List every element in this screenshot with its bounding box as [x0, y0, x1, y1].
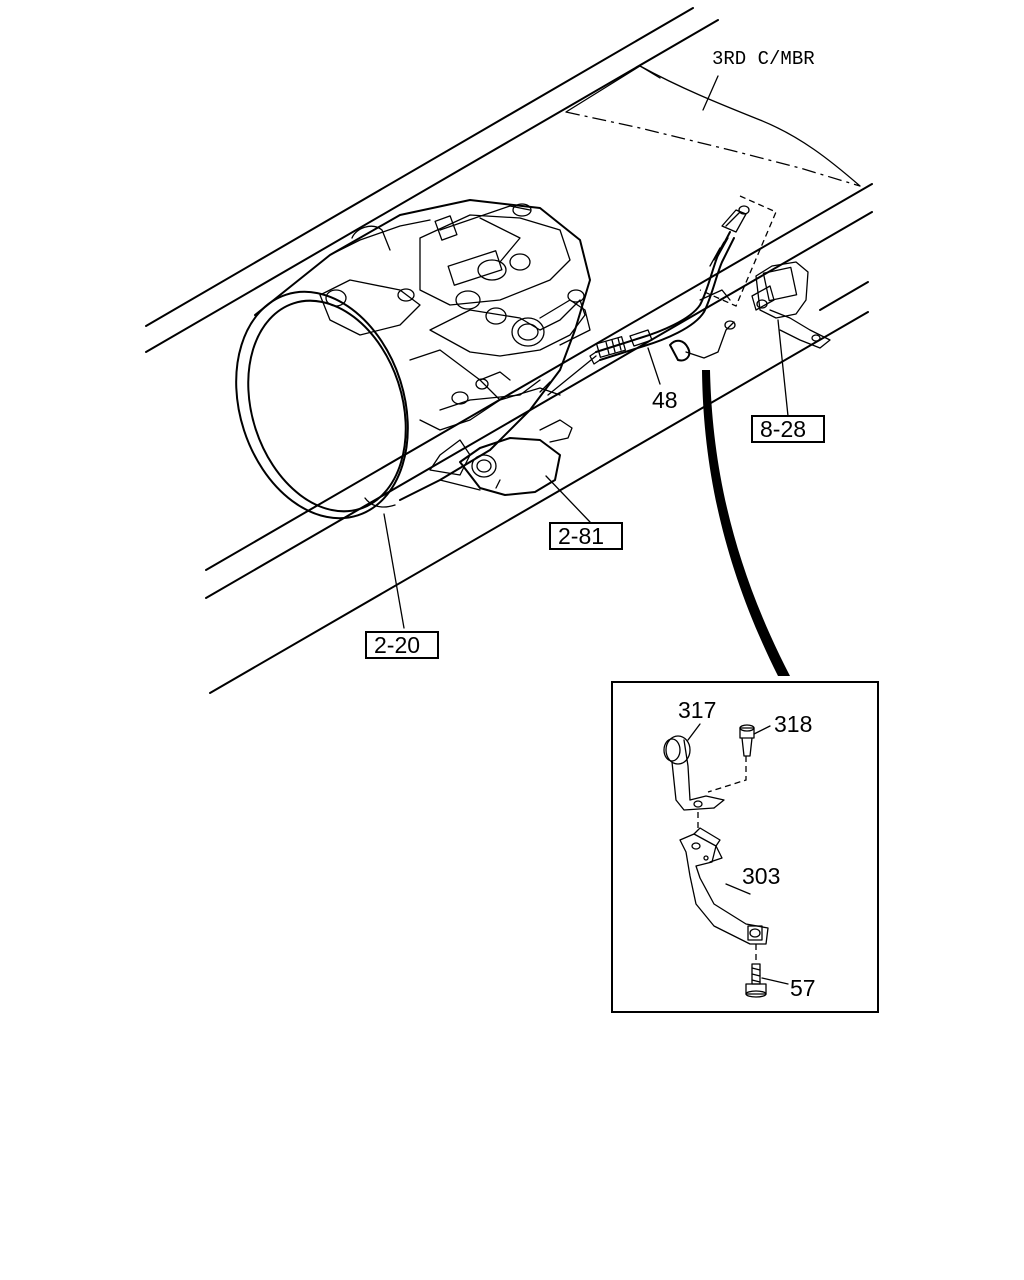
label-part-57: 57 — [790, 975, 816, 1001]
part-57-bolt — [745, 944, 767, 998]
label-part-48: 48 — [652, 387, 678, 413]
label-part-303: 303 — [742, 863, 780, 889]
transmission-assembly — [235, 199, 591, 520]
ref-8-28-box — [751, 415, 825, 443]
label-ref-8-28[interactable]: 8-28 — [760, 416, 806, 442]
label-ref-2-81[interactable]: 2-81 — [558, 523, 604, 549]
part-318-bolt — [707, 724, 755, 793]
ref-2-81-box — [549, 522, 623, 550]
leader-lines — [383, 75, 789, 629]
wire-clip — [669, 320, 736, 362]
sensor-harness — [539, 205, 750, 396]
detail-inset — [611, 681, 879, 1013]
label-part-318: 318 — [774, 711, 812, 737]
detail-outline — [699, 195, 777, 307]
part-317-clip — [663, 735, 725, 811]
frame-valve-bracket — [751, 261, 831, 349]
label-part-317: 317 — [678, 697, 716, 723]
third-crossmember — [565, 65, 861, 187]
ref-2-20-box — [365, 631, 439, 659]
frame-rails — [145, 7, 873, 694]
label-3rd-crossmember: 3RD C/MBR — [712, 48, 815, 70]
label-ref-2-20[interactable]: 2-20 — [374, 632, 420, 658]
part-303-bracket — [679, 812, 769, 945]
callout-arrow — [702, 370, 790, 676]
